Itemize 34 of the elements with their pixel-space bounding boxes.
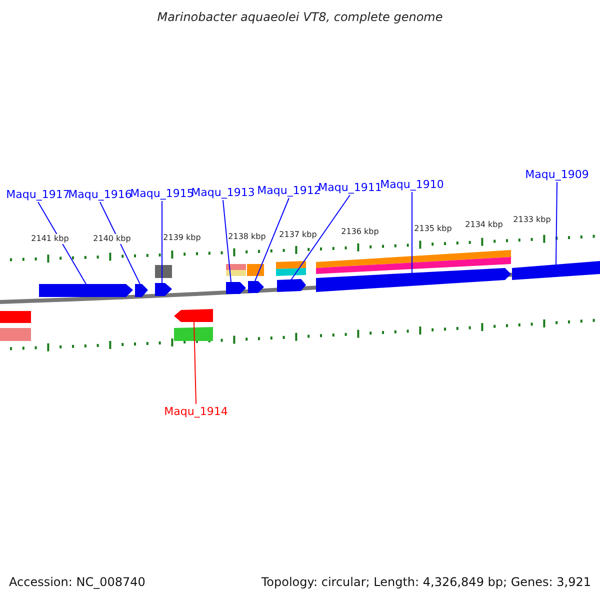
gene-label: Maqu_1914 <box>164 405 228 418</box>
genome-info: Accession: NC_008740 <box>9 575 146 589</box>
scale-label: 2141 kbp <box>31 234 69 244</box>
leader-line <box>254 198 290 282</box>
scale-label: 2140 kbp <box>93 234 131 244</box>
gene-feature <box>277 279 306 292</box>
leader-line <box>556 182 558 265</box>
scale-label: 2136 kbp <box>341 227 379 237</box>
gene-label: Maqu_1913 <box>191 186 255 199</box>
leader-line <box>222 200 232 282</box>
gene-feature <box>512 261 600 280</box>
scale-label: 2133 kbp <box>513 215 551 225</box>
gene-feature <box>174 309 213 322</box>
gene-feature <box>248 281 264 293</box>
leader-line <box>194 322 196 404</box>
diagram-title: Marinobacter aquaeolei VT8, complete genome <box>156 10 444 24</box>
gene-feature <box>135 284 148 297</box>
gene-label: Maqu_1917 <box>6 188 70 201</box>
gene-feature <box>226 282 246 294</box>
gene-label: Maqu_1909 <box>525 168 589 181</box>
scale-label: 2137 kbp <box>279 230 317 240</box>
scale-label: 2138 kbp <box>228 232 266 242</box>
scale-label: 2135 kbp <box>414 224 452 234</box>
scale-label: 2134 kbp <box>465 220 503 230</box>
gene-feature <box>155 283 172 296</box>
gene-label: Maqu_1916 <box>68 188 132 201</box>
gene-feature <box>39 284 133 297</box>
leader-line <box>100 202 140 284</box>
leader-line <box>290 194 350 280</box>
genome-info: Topology: circular; Length: 4,326,849 bp; Genes: 3,921 <box>261 575 591 589</box>
scale-label: 2139 kbp <box>163 233 201 243</box>
gene-label: Maqu_1910 <box>380 178 444 191</box>
gene-label: Maqu_1911 <box>318 181 382 194</box>
leader-line <box>38 202 86 284</box>
